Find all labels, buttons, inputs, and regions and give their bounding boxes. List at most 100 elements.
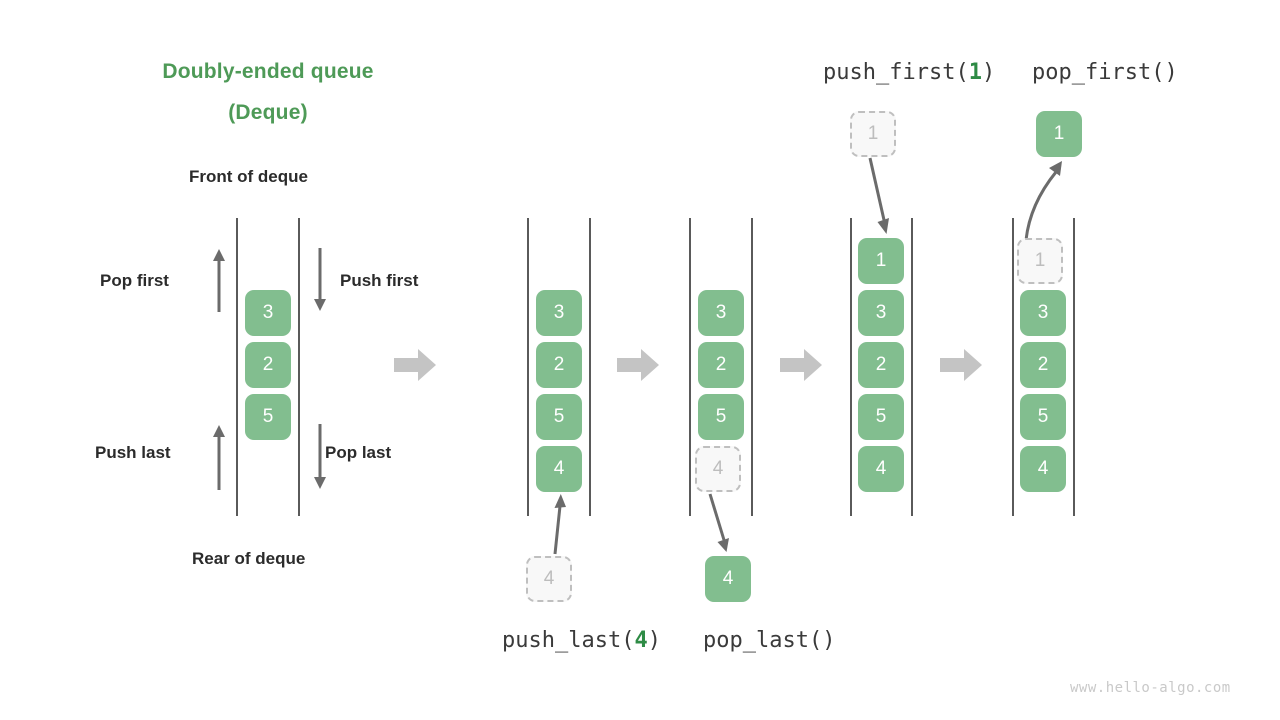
title-text-secondary: (Deque): [228, 101, 308, 124]
deque-rail-right-panel2: [589, 218, 591, 516]
push-last-arrow-icon: [211, 424, 227, 490]
pop-last-label: Pop last: [325, 443, 391, 463]
node-value: 2: [1037, 354, 1049, 375]
node-value: 4: [553, 458, 565, 479]
deque-node: 5: [245, 394, 291, 440]
node-value: 3: [1037, 302, 1049, 323]
deque-rail-left-panel2: [527, 218, 529, 516]
node-value: 4: [875, 458, 887, 479]
node-value: 2: [875, 354, 887, 375]
deque-node: 3: [536, 290, 582, 336]
node-value: 5: [875, 406, 887, 427]
deque-rail-left-panel3: [689, 218, 691, 516]
removed-node-ghost: 4: [695, 446, 741, 492]
deque-rail-left-panel5: [1012, 218, 1014, 516]
step-arrow-icon: [617, 348, 659, 382]
deque-node: 3: [858, 290, 904, 336]
deque-rail-left-panel1: [236, 218, 238, 516]
node-value: 5: [1037, 406, 1049, 427]
front-of-deque-label: Front of deque: [189, 167, 308, 187]
node-value: 1: [875, 250, 887, 271]
deque-rail-right-panel5: [1073, 218, 1075, 516]
deque-rail-right-panel4: [911, 218, 913, 516]
incoming-node-ghost: 1: [850, 111, 896, 157]
node-value: 1: [867, 123, 879, 144]
pop-last-motion-arrow-icon: [700, 493, 734, 556]
push-first-operation-label: push_first(1): [823, 60, 995, 85]
site-watermark: www.hello-algo.com: [1070, 680, 1231, 696]
deque-node: 3: [698, 290, 744, 336]
diagram-title-line1: Doubly-ended queue: [143, 52, 393, 92]
incoming-node-ghost: 4: [526, 556, 572, 602]
op-close: ): [647, 628, 661, 653]
rear-label-text: Rear of deque: [192, 549, 306, 568]
push-first-label: Push first: [340, 271, 418, 291]
deque-node: 3: [1020, 290, 1066, 336]
op-name: pop_first(): [1032, 60, 1178, 85]
node-value: 5: [715, 406, 727, 427]
deque-node: 5: [1020, 394, 1066, 440]
deque-node: 4: [536, 446, 582, 492]
step-arrow-icon: [394, 348, 436, 382]
node-value: 5: [262, 406, 274, 427]
popped-node: 4: [705, 556, 751, 602]
pop-first-label: Pop first: [100, 271, 169, 291]
push-last-operation-label: push_last(4): [502, 628, 661, 653]
node-value: 4: [712, 458, 724, 479]
removed-node-ghost: 1: [1017, 238, 1063, 284]
deque-node: 2: [1020, 342, 1066, 388]
diagram-title-line2: (Deque): [143, 93, 393, 133]
deque-node: 5: [858, 394, 904, 440]
deque-node: 3: [245, 290, 291, 336]
node-value: 4: [722, 568, 734, 589]
deque-node: 2: [698, 342, 744, 388]
push-first-motion-arrow-icon: [860, 157, 896, 236]
deque-rail-right-panel3: [751, 218, 753, 516]
front-label-text: Front of deque: [189, 167, 308, 186]
node-value: 1: [1053, 123, 1065, 144]
pop-first-label-text: Pop first: [100, 271, 169, 290]
node-value: 1: [1034, 250, 1046, 271]
rear-of-deque-label: Rear of deque: [192, 549, 305, 569]
op-name: push_first(: [823, 60, 969, 85]
deque-rail-left-panel4: [850, 218, 852, 516]
deque-node: 5: [536, 394, 582, 440]
pop-last-operation-label: pop_last(): [703, 628, 835, 653]
push-last-label-text: Push last: [95, 443, 171, 462]
step-arrow-icon: [780, 348, 822, 382]
node-value: 3: [553, 302, 565, 323]
node-value: 3: [875, 302, 887, 323]
op-name: pop_last(): [703, 628, 836, 653]
push-last-motion-arrow-icon: [538, 492, 568, 556]
deque-node: 2: [245, 342, 291, 388]
deque-node: 4: [858, 446, 904, 492]
push-first-arrow-icon: [312, 248, 328, 312]
popped-node: 1: [1036, 111, 1082, 157]
node-value: 2: [715, 354, 727, 375]
deque-node: 1: [858, 238, 904, 284]
node-value: 3: [715, 302, 727, 323]
title-text-primary: Doubly-ended queue: [162, 60, 374, 83]
pop-first-motion-arrow-icon: [1012, 156, 1068, 241]
node-value: 4: [543, 568, 555, 589]
op-close: ): [981, 60, 996, 85]
pop-last-arrow-icon: [312, 424, 328, 490]
deque-node: 2: [536, 342, 582, 388]
node-value: 3: [262, 302, 274, 323]
pop-last-label-text: Pop last: [325, 443, 392, 462]
node-value: 2: [262, 354, 274, 375]
push-first-label-text: Push first: [340, 271, 419, 290]
pop-first-operation-label: pop_first(): [1032, 60, 1178, 85]
node-value: 5: [553, 406, 565, 427]
deque-node: 5: [698, 394, 744, 440]
op-arg: 4: [634, 628, 648, 653]
push-last-label: Push last: [95, 443, 171, 463]
node-value: 4: [1037, 458, 1049, 479]
deque-rail-right-panel1: [298, 218, 300, 516]
deque-node: 2: [858, 342, 904, 388]
pop-first-arrow-icon: [211, 248, 227, 312]
step-arrow-icon: [940, 348, 982, 382]
node-value: 2: [553, 354, 565, 375]
op-name: push_last(: [502, 628, 635, 653]
